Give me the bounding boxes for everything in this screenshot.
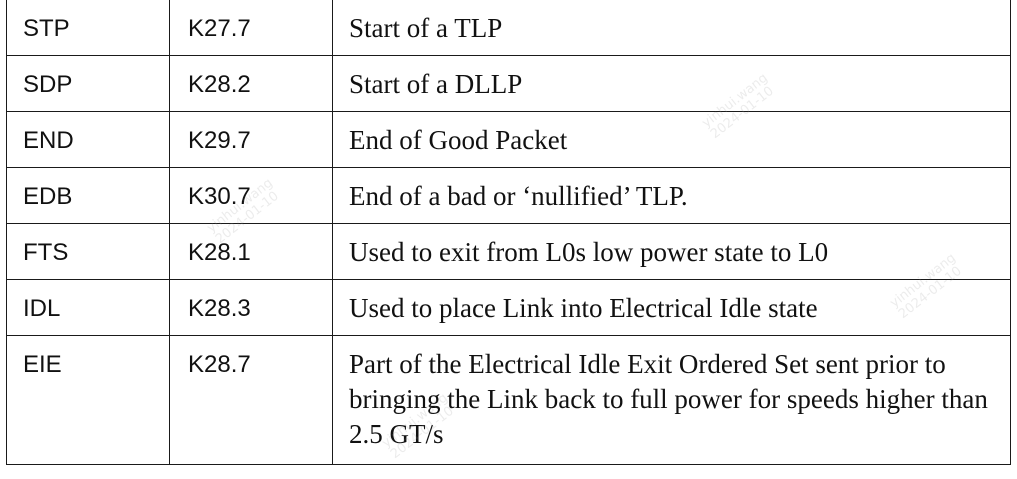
table-row: EIE K28.7 Part of the Electrical Idle Ex… xyxy=(6,335,1011,465)
code-cell: K28.2 xyxy=(169,55,333,112)
symbol-cell: END xyxy=(6,111,170,168)
description-cell: Used to exit from L0s low power state to… xyxy=(332,223,1011,280)
symbol-cell: SDP xyxy=(6,55,170,112)
description-cell: End of a bad or ‘nullified’ TLP. xyxy=(332,167,1011,224)
table-row: SDP K28.2 Start of a DLLP xyxy=(6,55,1011,112)
table-row: IDL K28.3 Used to place Link into Electr… xyxy=(6,279,1011,336)
code-cell: K28.7 xyxy=(169,335,333,465)
table-row: EDB K30.7 End of a bad or ‘nullified’ TL… xyxy=(6,167,1011,224)
symbol-cell: EDB xyxy=(6,167,170,224)
symbol-table: STP K27.7 Start of a TLP SDP K28.2 Start… xyxy=(6,0,1011,465)
description-cell: Used to place Link into Electrical Idle … xyxy=(332,279,1011,336)
code-cell: K27.7 xyxy=(169,0,333,56)
symbol-cell: STP xyxy=(6,0,170,56)
code-cell: K29.7 xyxy=(169,111,333,168)
description-cell: Part of the Electrical Idle Exit Ordered… xyxy=(332,335,1011,465)
symbol-cell: FTS xyxy=(6,223,170,280)
code-cell: K30.7 xyxy=(169,167,333,224)
table-row: FTS K28.1 Used to exit from L0s low powe… xyxy=(6,223,1011,280)
symbol-cell: EIE xyxy=(6,335,170,465)
code-cell: K28.1 xyxy=(169,223,333,280)
description-cell: Start of a TLP xyxy=(332,0,1011,56)
code-cell: K28.3 xyxy=(169,279,333,336)
table-row: STP K27.7 Start of a TLP xyxy=(6,0,1011,56)
table-row: END K29.7 End of Good Packet xyxy=(6,111,1011,168)
description-cell: Start of a DLLP xyxy=(332,55,1011,112)
symbol-cell: IDL xyxy=(6,279,170,336)
description-cell: End of Good Packet xyxy=(332,111,1011,168)
